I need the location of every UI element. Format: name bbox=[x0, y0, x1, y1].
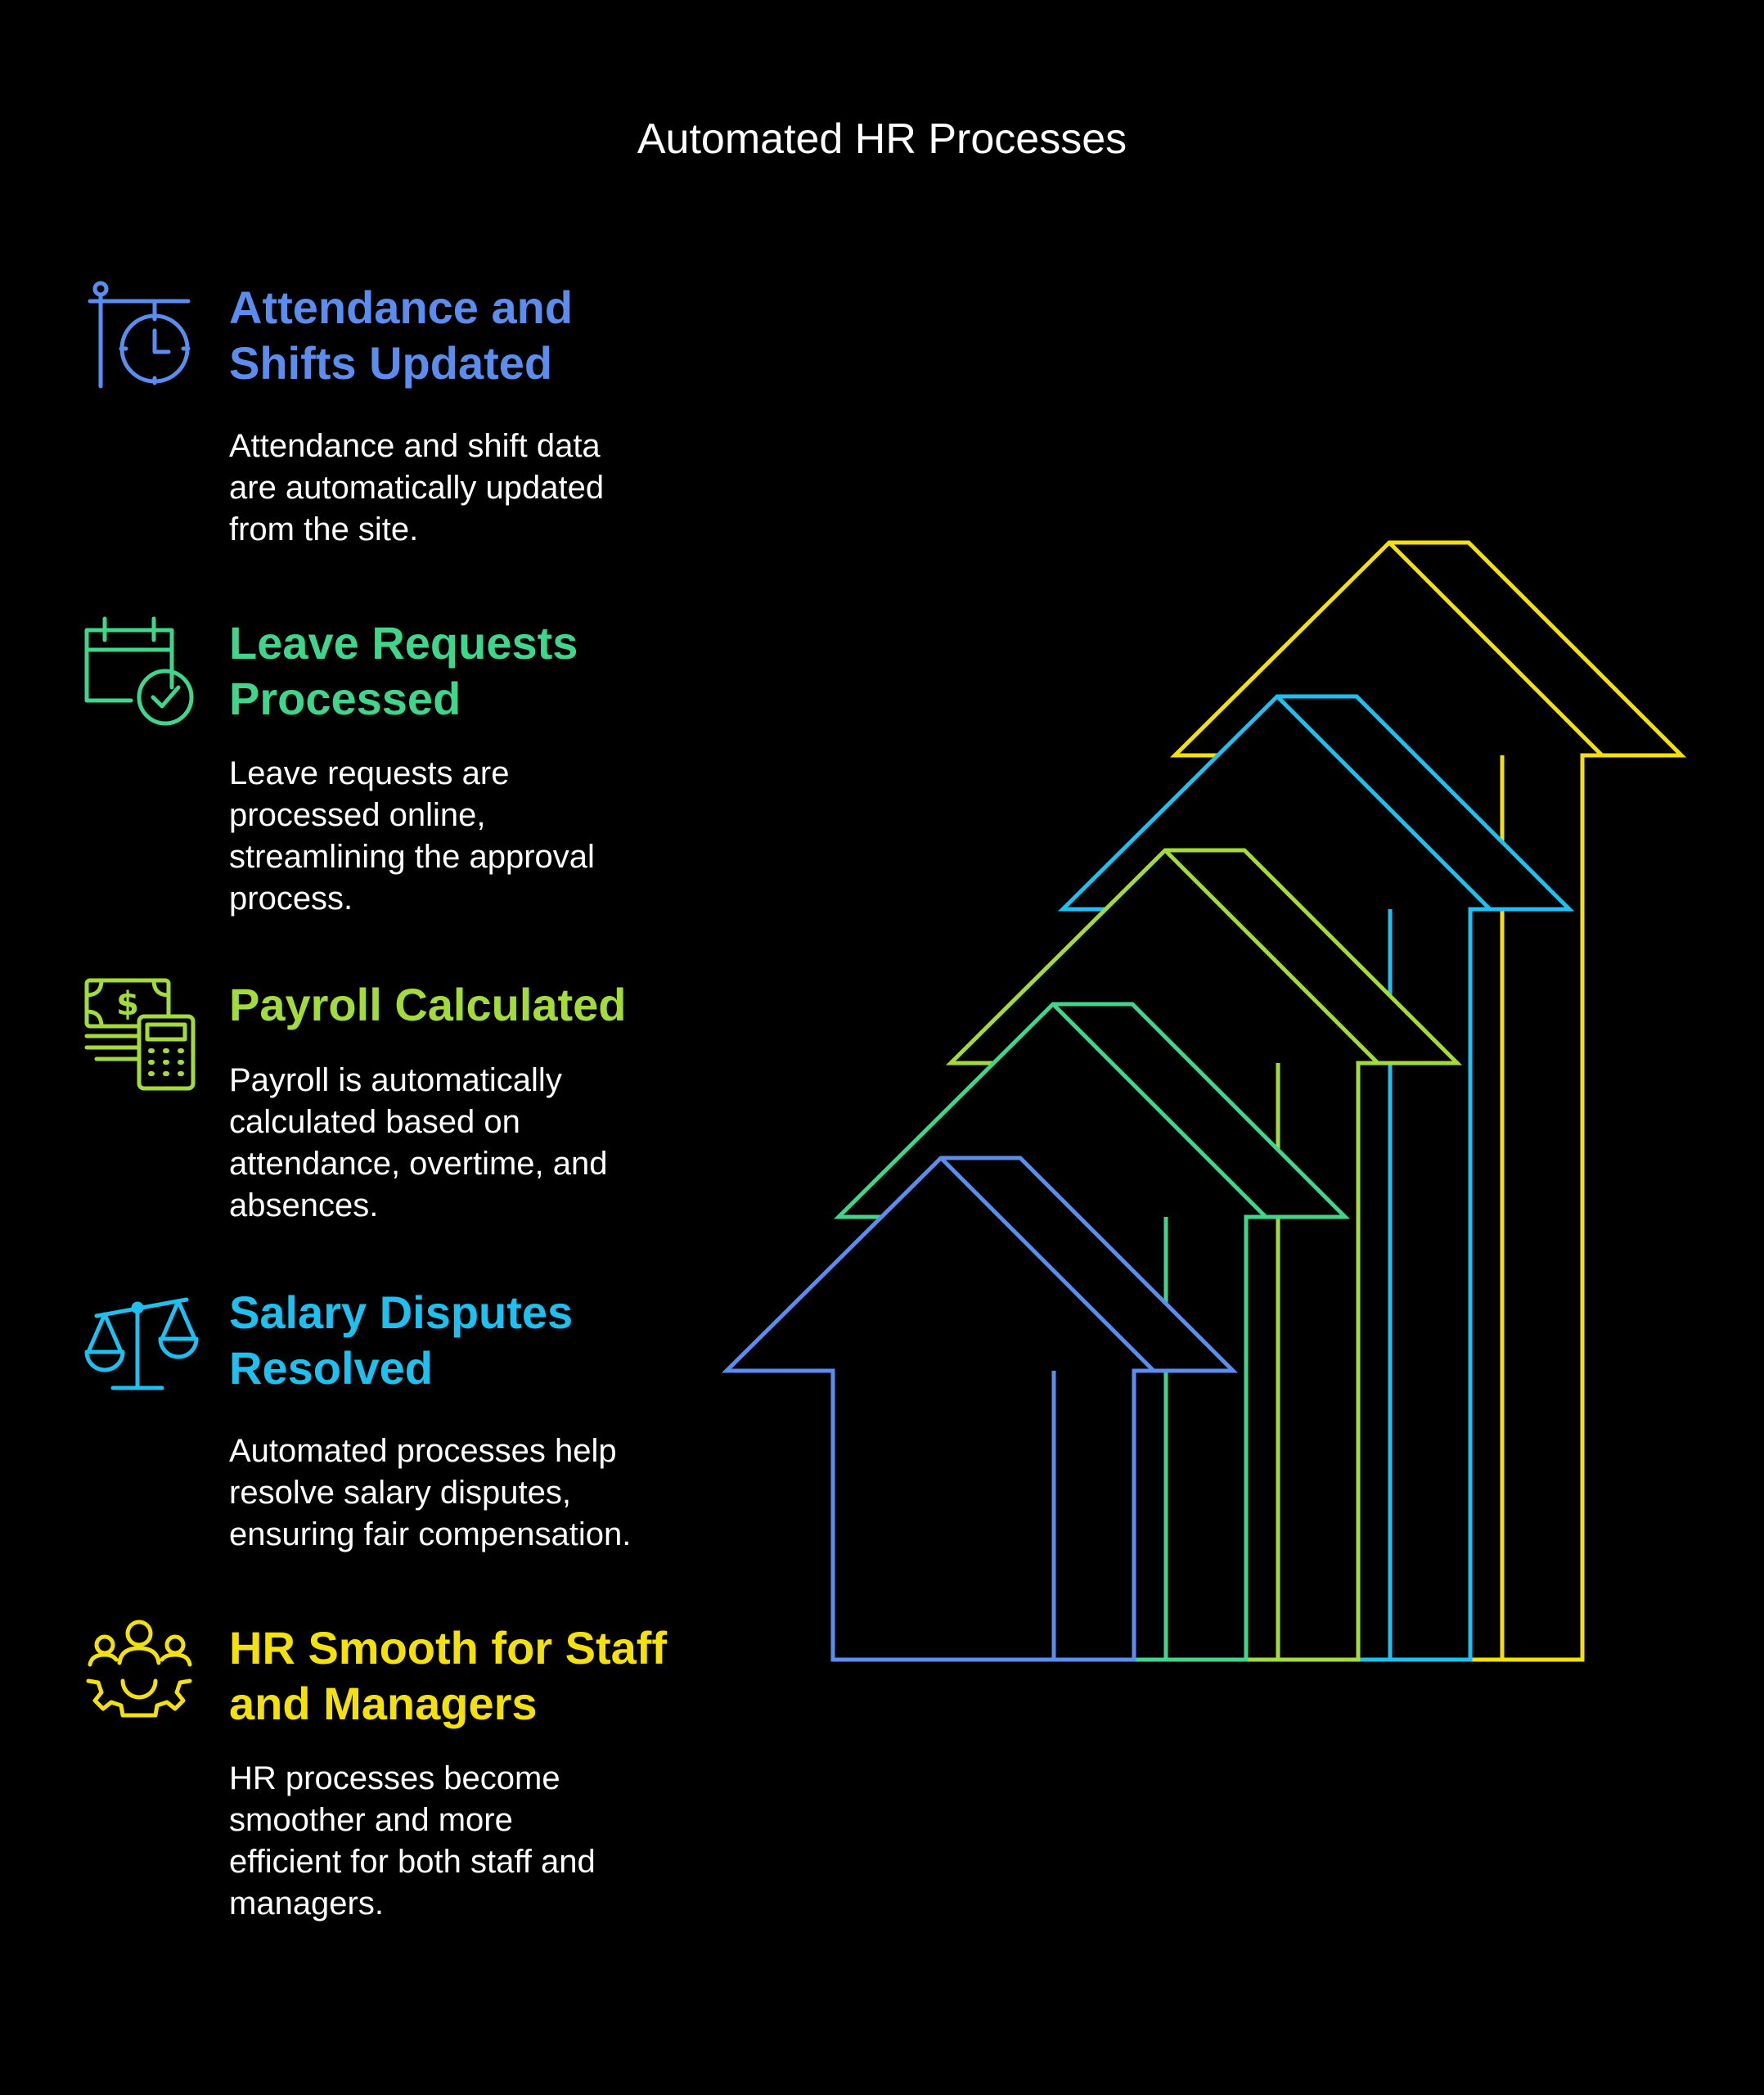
page-title: Automated HR Processes bbox=[637, 115, 1127, 163]
svg-text:$: $ bbox=[116, 985, 139, 1023]
arrow-2 bbox=[833, 1002, 1351, 1662]
arrow-outline bbox=[1057, 694, 1575, 1662]
arrow-outline bbox=[1169, 540, 1687, 1662]
team-gear-icon bbox=[86, 1620, 192, 1718]
arrow-outline bbox=[833, 1002, 1351, 1662]
wall-clock-icon bbox=[88, 281, 191, 389]
arrow-5 bbox=[1169, 540, 1687, 1662]
arrow-4 bbox=[1057, 694, 1575, 1662]
balance-scale-icon bbox=[84, 1297, 199, 1390]
arrow-outline bbox=[945, 848, 1463, 1662]
money-calculator-icon: $ bbox=[84, 978, 196, 1091]
calendar-check-icon bbox=[84, 616, 194, 726]
arrow-1 bbox=[721, 1156, 1239, 1662]
arrow-3 bbox=[945, 848, 1463, 1662]
step-title: Payroll Calculated bbox=[229, 979, 627, 1030]
arrow-outline bbox=[721, 1156, 1239, 1662]
